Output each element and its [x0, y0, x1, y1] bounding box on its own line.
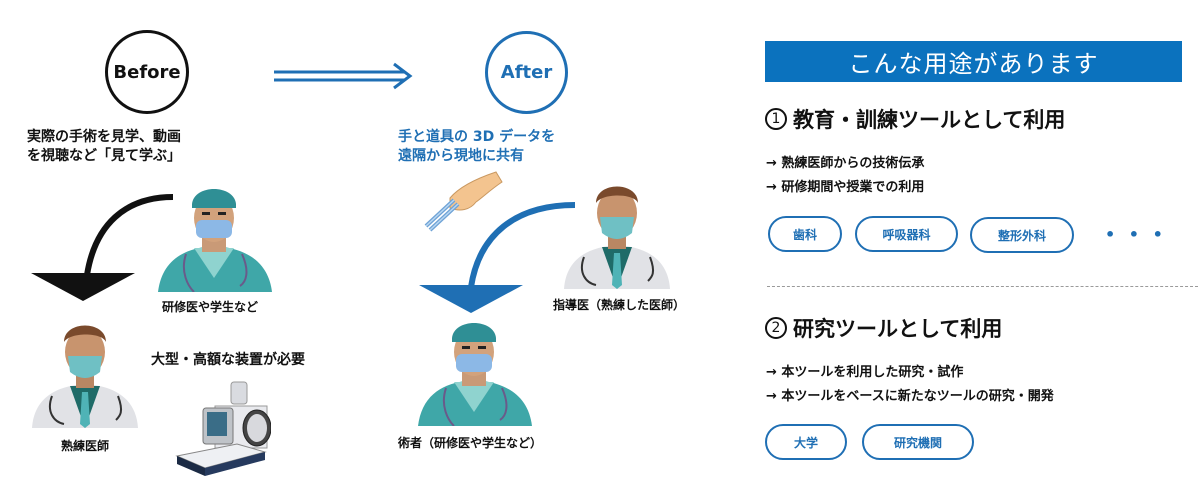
before-caption-line-1: 実際の手術を見学、動画 — [27, 129, 181, 145]
after-badge-label: After — [500, 62, 553, 83]
tag-dentistry[interactable]: 歯科 — [768, 216, 842, 252]
instructor-doctor-illustration — [564, 186, 670, 289]
equipment-label: 大型・高額な装置が必要 — [151, 352, 305, 368]
tag-respiratory-label: 呼吸器科 — [882, 227, 931, 242]
uses-banner-title: こんな用途があります — [848, 50, 1099, 78]
medical-device-illustration — [175, 381, 271, 476]
section-1-bullet-2: → 研修期間や授業での利用 — [766, 180, 925, 195]
section-2-title: 研究ツールとして利用 — [793, 317, 1003, 341]
section-1-title: 教育・訓練ツールとして利用 — [793, 108, 1066, 132]
after-badge: After — [485, 31, 568, 114]
more-tags-ellipsis: • • • — [1105, 225, 1167, 244]
instructor-label: 指導医（熟練した医師） — [553, 298, 686, 312]
double-arrow-right-icon — [274, 62, 413, 90]
section-divider — [767, 286, 1198, 287]
section-2-bullet-1: → 本ツールを利用した研究・試作 — [766, 365, 964, 380]
curved-arrow-down-icon-blue — [419, 202, 576, 313]
section-2-heading: 2 研究ツールとして利用 — [765, 313, 1002, 343]
section-1-heading: 1 教育・訓練ツールとして利用 — [765, 104, 1065, 134]
after-caption-line-2: 遠隔から現地に共有 — [398, 148, 524, 164]
student-label: 研修医や学生など — [162, 300, 259, 314]
before-badge: Before — [105, 30, 189, 114]
tag-orthopedics-label: 整形外科 — [997, 228, 1046, 243]
tag-orthopedics[interactable]: 整形外科 — [970, 217, 1074, 253]
tag-respiratory[interactable]: 呼吸器科 — [855, 216, 958, 252]
expert-doctor-illustration — [32, 325, 138, 428]
number-1-icon: 1 — [765, 108, 787, 130]
surgeon-student-illustration — [158, 189, 272, 292]
surgeon-operator-illustration — [418, 323, 532, 426]
curved-arrow-down-icon — [31, 194, 174, 301]
hand-tweezers-illustration — [424, 171, 503, 232]
expert-label: 熟練医師 — [61, 439, 110, 453]
section-2-bullet-2: → 本ツールをベースに新たなツールの研究・開発 — [766, 389, 1054, 404]
number-2-icon: 2 — [765, 317, 787, 339]
operator-label: 術者（研修医や学生など） — [398, 436, 543, 450]
before-caption: 実際の手術を見学、動画 を視聴など「見て学ぶ」 — [27, 128, 181, 166]
tag-dentistry-label: 歯科 — [792, 227, 817, 242]
after-caption: 手と道具の 3D データを 遠隔から現地に共有 — [398, 128, 555, 166]
uses-banner: こんな用途があります — [765, 41, 1182, 82]
tag-research-institute[interactable]: 研究機関 — [862, 424, 974, 460]
tag-university[interactable]: 大学 — [765, 424, 847, 460]
section-1-bullet-1: → 熟練医師からの技術伝承 — [766, 156, 925, 171]
tag-university-label: 大学 — [793, 435, 818, 450]
after-caption-line-1: 手と道具の 3D データを — [398, 129, 556, 145]
before-badge-label: Before — [113, 61, 181, 83]
tag-research-institute-label: 研究機関 — [893, 435, 942, 450]
before-caption-line-2: を視聴など「見て学ぶ」 — [27, 148, 181, 164]
